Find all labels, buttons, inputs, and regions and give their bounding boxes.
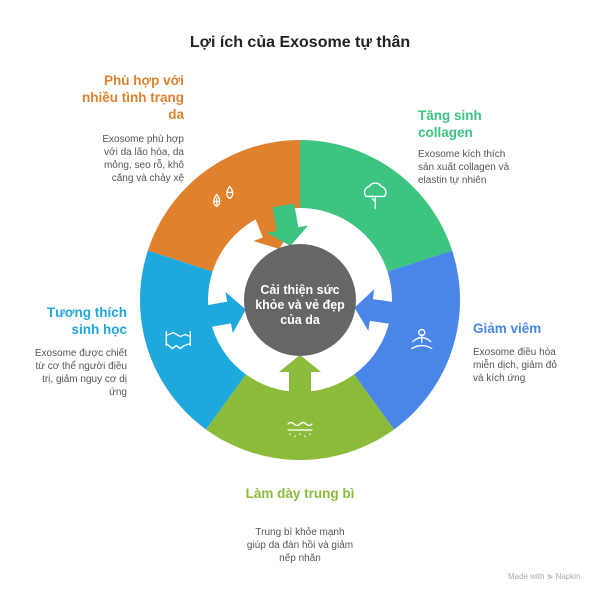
- ring-segment: [300, 140, 453, 272]
- item-desc-collagen: Exosome kích thích sản xuất collagen và …: [418, 149, 510, 186]
- meditation-icon: [411, 328, 433, 350]
- center-circle: [244, 244, 356, 356]
- ring-segment: [147, 140, 300, 272]
- tree-icon: [363, 182, 387, 210]
- handshake-icon: [165, 330, 191, 350]
- item-title-collagen: Tăng sinh collagen: [418, 108, 482, 140]
- diagram-title: Lợi ích của Exosome tự thân: [189, 34, 411, 51]
- arrow-icon: [266, 203, 309, 246]
- item-desc-biocompatible: Exosome được chiết từ cơ thể người điều …: [34, 348, 127, 398]
- ring-segment: [354, 250, 460, 430]
- center-label: Cải thiện sức khỏe và vẻ đẹp của da: [255, 283, 345, 327]
- item-title-biocompatible: Tương thích sinh học: [46, 305, 127, 337]
- item-desc-anti-inflammation: Exosome điều hòa miễn dịch, giảm đỏ và k…: [473, 347, 557, 384]
- arrow-icon: [279, 355, 321, 396]
- item-title-dermis: Làm dày trung bì: [245, 486, 355, 501]
- item-title-skin-conditions: Phù hợp với nhiều tình trạng da: [82, 73, 184, 122]
- item-title-anti-inflammation: Giảm viêm: [473, 321, 542, 336]
- drops-icon: [213, 185, 234, 208]
- ring-segment: [139, 250, 246, 430]
- item-desc-skin-conditions: Exosome phù hợp với da lão hóa, da mỏng,…: [102, 134, 184, 184]
- ring-segment: [205, 374, 395, 461]
- item-desc-dermis: Trung bì khỏe mạnh giúp da đàn hồi và gi…: [246, 527, 354, 564]
- arrow-icon: [203, 291, 246, 334]
- arrow-icon: [354, 289, 397, 331]
- napkin-watermark: Made with ⋟ Napkin: [508, 572, 581, 581]
- skin-layers-icon: [287, 421, 313, 438]
